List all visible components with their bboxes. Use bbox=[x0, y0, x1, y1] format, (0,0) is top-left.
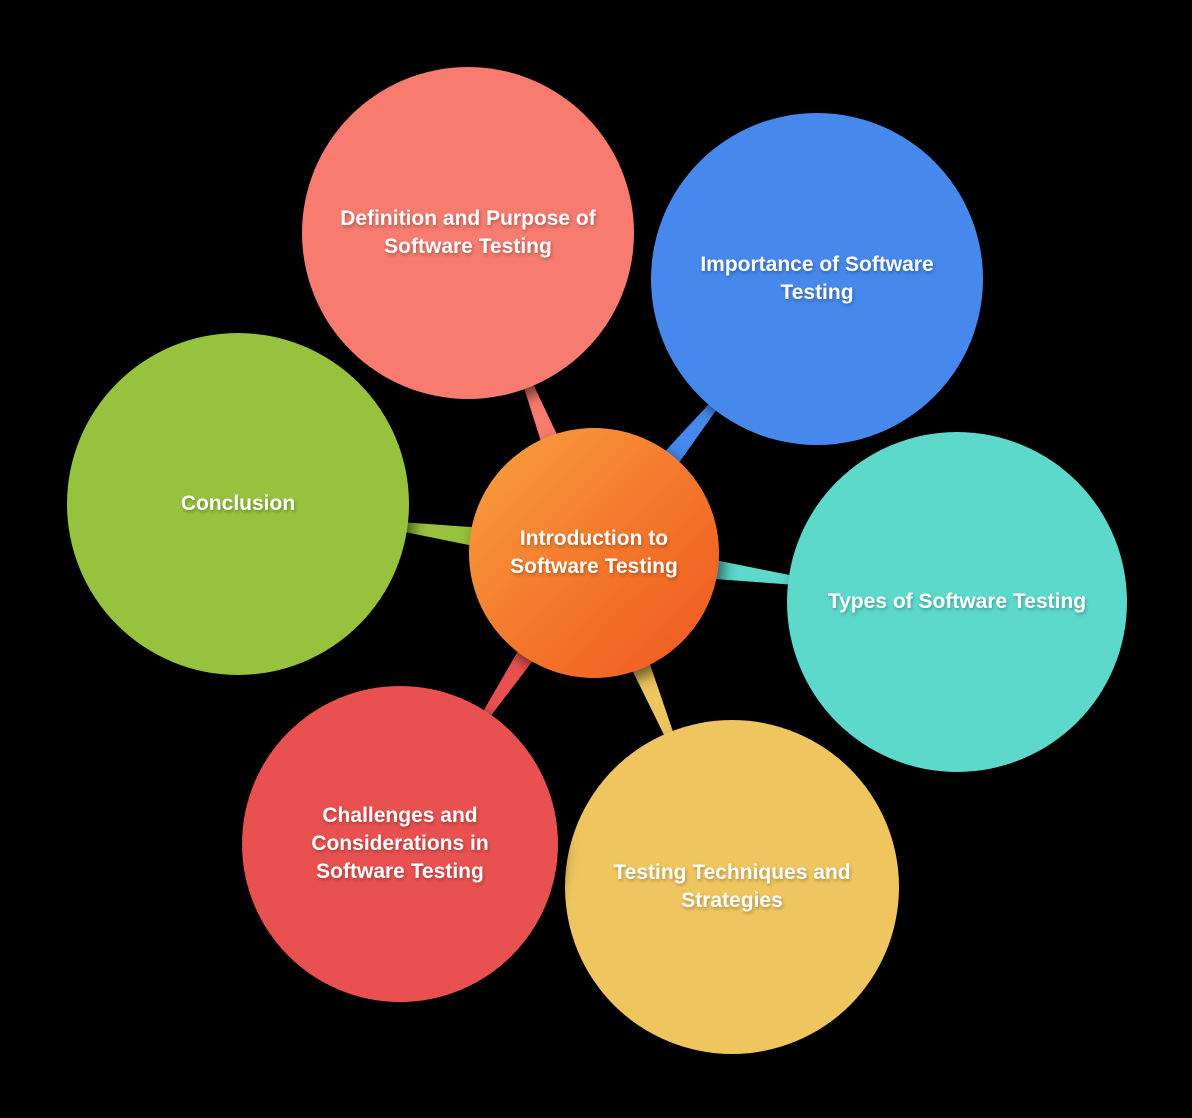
node-label: Testing Techniques and Strategies bbox=[613, 861, 851, 912]
node-label: Introduction to Software Testing bbox=[510, 527, 678, 578]
node-techniques[interactable]: Testing Techniques and Strategies bbox=[565, 720, 899, 1054]
node-label: Challenges and Considerations in Softwar… bbox=[311, 804, 489, 883]
node-definition[interactable]: Definition and Purpose of Software Testi… bbox=[302, 67, 634, 399]
node-label: Importance of Software Testing bbox=[700, 253, 934, 304]
node-label: Types of Software Testing bbox=[827, 590, 1087, 614]
node-conclusion[interactable]: Conclusion bbox=[67, 333, 409, 675]
node-challenges[interactable]: Challenges and Considerations in Softwar… bbox=[242, 686, 558, 1002]
node-label: Conclusion bbox=[180, 492, 296, 516]
node-label: Definition and Purpose of Software Testi… bbox=[340, 207, 596, 258]
node-importance[interactable]: Importance of Software Testing bbox=[651, 113, 983, 445]
node-types[interactable]: Types of Software Testing bbox=[787, 432, 1127, 772]
node-center[interactable]: Introduction to Software Testing bbox=[469, 428, 719, 678]
